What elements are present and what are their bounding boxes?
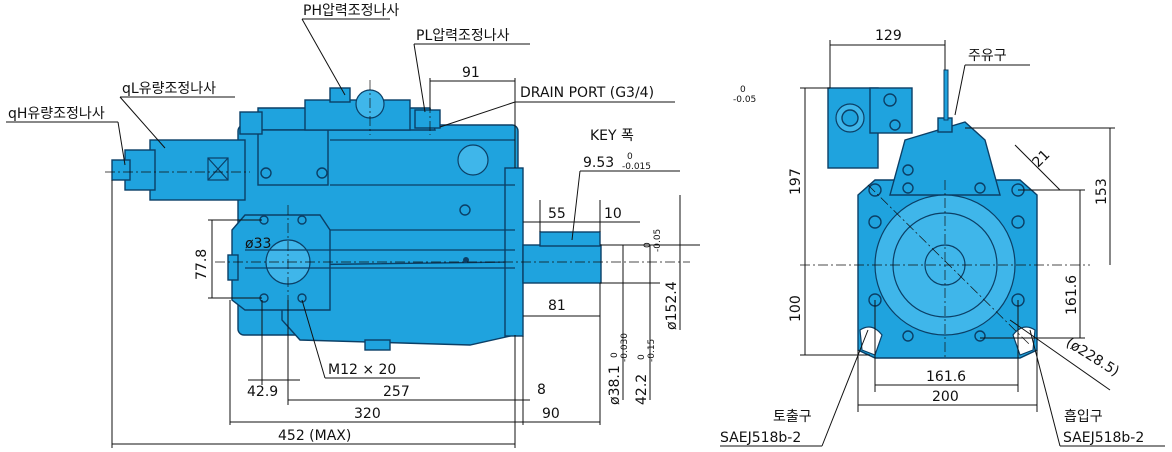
dim-90: 90 [542,406,560,422]
bore-label: ø33 [245,236,271,252]
dim-pilot-tol-lower: -0.05 [653,229,663,252]
dim-shaft-tol-upper: 0 [610,352,620,358]
dim-129: 129 [875,28,902,44]
dim-200: 200 [932,389,959,405]
front-view: 0 -0.05 129 주유구 197 100 21 153 161.6 (ø2… [720,28,1165,447]
dim-55: 55 [548,206,566,222]
pump-body-side [111,87,602,351]
dim-100: 100 [788,295,804,322]
key-width-label: KEY 폭 [590,128,634,144]
dim-42-2-tol-lower: -0.15 [647,339,657,362]
side-view: PH압력조정나사 PL압력조정나사 qL유량조정나사 qH유량조정나사 91 D… [6,3,700,448]
dim-10: 10 [604,206,622,222]
dim-161-6-h: 161.6 [926,369,966,385]
dim-228-5: (ø228.5) [1063,335,1122,380]
ql-adjust-label: qL유량조정나사 [122,81,216,97]
key-value: 9.53 [583,155,614,171]
dim-77-8: 77.8 [194,249,210,280]
dim-shaft-tol-lower: -0.030 [620,333,630,362]
dim-pilot: ø152.4 [664,281,680,330]
dim-42-2-tol-upper: 0 [637,354,647,360]
dim-161-6-v: 161.6 [1064,275,1080,315]
qh-adjust-label: qH유량조정나사 [8,106,105,122]
dim-8: 8 [537,382,546,398]
pump-body-front [827,69,1038,359]
dim-42-2: 42.2 [634,374,650,405]
bolt-label: M12 × 20 [328,362,396,378]
pl-adjust-label: PL압력조정나사 [416,28,510,44]
dim-81: 81 [548,298,566,314]
suction-label: 흡입구 [1064,409,1103,425]
discharge-label: 토출구 [773,409,812,425]
dim-shaft: ø38.1 [607,365,623,405]
key-tol-upper: 0 [627,152,633,162]
dim-153: 153 [1094,178,1110,205]
drain-port-label: DRAIN PORT (G3/4) [520,85,654,101]
dim-197: 197 [788,168,804,195]
corner-tol-upper: 0 [740,85,746,95]
corner-tol-lower: -0.05 [733,95,756,105]
dim-452: 452 (MAX) [278,428,351,444]
ph-adjust-label: PH압력조정나사 [303,3,399,19]
dim-257: 257 [383,384,410,400]
dim-91: 91 [462,65,480,81]
key-tol-lower: -0.015 [622,162,651,172]
fill-port-label: 주유구 [968,48,1007,64]
dim-21: 21 [1030,147,1054,171]
suction-std: SAEJ518b-2 [1063,430,1144,446]
dim-320: 320 [354,406,381,422]
discharge-std: SAEJ518b-2 [720,430,801,446]
dim-42-9: 42.9 [247,384,278,400]
